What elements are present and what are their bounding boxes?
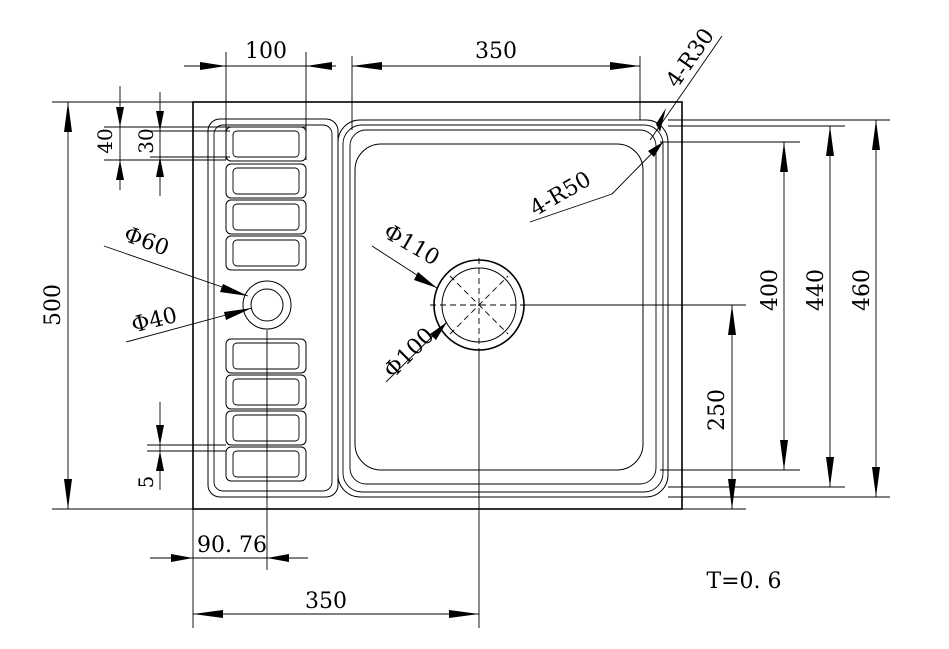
label-bottom-90-76: 90. 76 xyxy=(197,533,267,558)
label-thickness: T=0. 6 xyxy=(706,569,781,594)
bowl-bottom-outline xyxy=(354,143,644,471)
label-left-5: 5 xyxy=(134,476,158,489)
label-right-440: 440 xyxy=(804,269,829,311)
drain-slots-group xyxy=(225,126,307,482)
bowl-wall-top xyxy=(349,129,657,485)
outer-plate-outline xyxy=(192,101,683,510)
drain-slot xyxy=(225,163,307,199)
label-left-500: 500 xyxy=(41,284,66,326)
extension-lines xyxy=(52,52,890,628)
drain-slot xyxy=(225,410,307,446)
bowl-outer-rim xyxy=(337,119,669,498)
label-right-460: 460 xyxy=(850,269,875,311)
label-dia-40: Φ40 xyxy=(129,303,180,338)
label-left-40: 40 xyxy=(93,128,117,153)
dimension-lines xyxy=(64,35,880,618)
label-dia-110: Φ110 xyxy=(379,220,443,272)
label-top-100: 100 xyxy=(245,39,287,64)
label-radius-top: 4-R30 xyxy=(662,24,720,92)
drain-slot xyxy=(225,446,307,482)
label-top-350: 350 xyxy=(475,39,517,64)
label-bottom-350: 350 xyxy=(305,589,347,614)
drain-slot xyxy=(225,235,307,271)
label-dia-60: Φ60 xyxy=(120,222,172,261)
drain-slot xyxy=(225,374,307,410)
label-radius-inner: 4-R50 xyxy=(526,167,596,222)
label-right-250: 250 xyxy=(705,389,730,431)
drainboard-inner-outline xyxy=(213,124,333,492)
bowl-rim-inner xyxy=(342,124,664,493)
drain-slot xyxy=(225,199,307,235)
faucet-hole-inner xyxy=(250,288,284,322)
drainboard-outer-outline xyxy=(207,118,339,498)
drain-slot xyxy=(225,126,307,162)
label-left-30: 30 xyxy=(134,128,158,153)
drain-center-line-d2 xyxy=(449,275,509,335)
faucet-hole-outer xyxy=(242,280,292,330)
label-right-400: 400 xyxy=(758,269,783,311)
drain-slot xyxy=(225,338,307,374)
label-dia-100: Φ100 xyxy=(379,323,439,383)
